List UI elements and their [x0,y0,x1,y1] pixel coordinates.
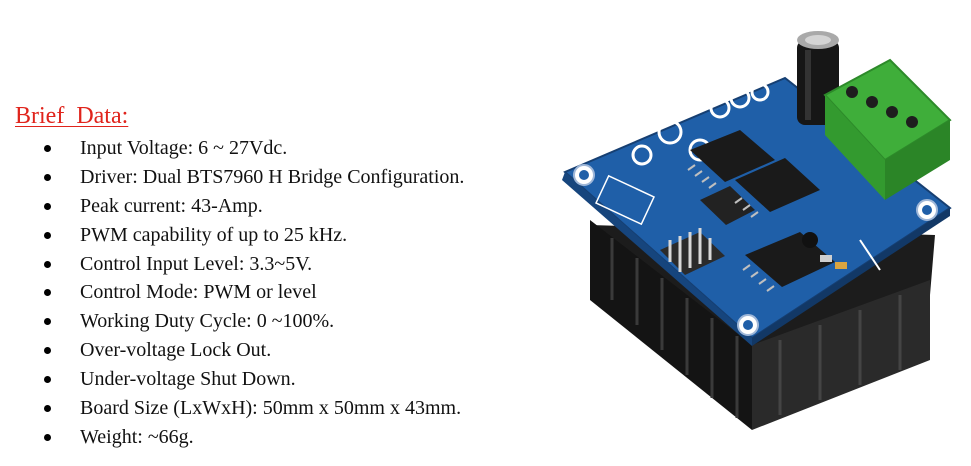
section-title: Brief Data: [15,103,129,129]
bullet-icon [44,376,51,384]
spec-text: Peak current: 43-Amp. [80,194,263,217]
motor-driver-board-image [562,31,952,430]
screw-terminal [823,58,952,200]
spec-text: Control Input Level: 3.3~5V. [80,252,313,275]
spec-text: Weight: ~66g. [80,425,194,448]
bullet-icon [44,202,51,210]
bullet-icon [44,433,51,441]
bullet-icon [44,260,51,268]
bullet-icon [44,405,51,413]
spec-text: Input Voltage: 6 ~ 27Vdc. [80,137,288,159]
small-components [802,232,847,269]
spec-text: PWM capability of up to 25 kHz. [80,223,348,246]
bullet-icon [44,289,51,297]
spec-text: Control Mode: PWM or level [80,281,317,304]
driver-chips [687,130,835,292]
spec-text: Board Size (LxWxH): 50mm x 50mm x 43mm. [80,397,462,420]
bullet-icon [44,231,51,239]
bullet-icon [44,318,51,326]
bullet-icon [44,145,51,152]
bullet-icon [44,173,51,181]
pin-header [660,228,725,275]
spec-text: Driver: Dual BTS7960 H Bridge Configurat… [80,165,465,188]
bullet-icon [44,347,51,355]
spec-text: Under-voltage Shut Down. [80,368,296,391]
spec-text: Over-voltage Lock Out. [80,339,272,362]
spec-text: Working Duty Cycle: 0 ~100%. [80,310,335,333]
